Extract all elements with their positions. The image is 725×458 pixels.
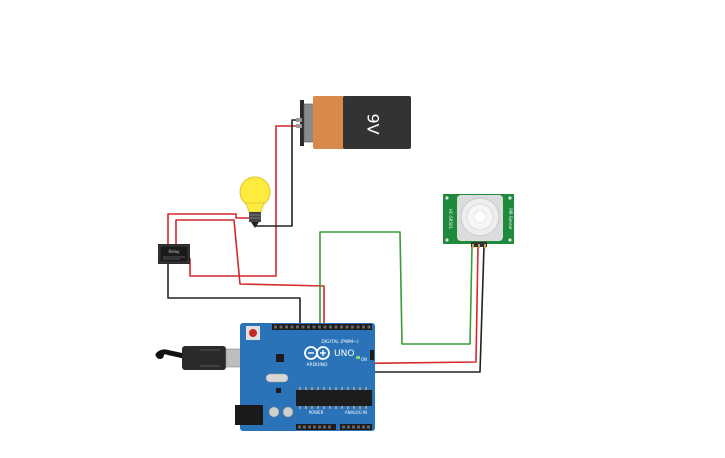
arduino-model: UNO <box>334 349 354 359</box>
wire-bulb-to-relay[interactable] <box>167 213 254 246</box>
usb-chip <box>276 354 284 362</box>
battery-label: 9V <box>364 113 383 134</box>
wires <box>167 119 485 430</box>
wire-pir-out[interactable] <box>319 231 473 345</box>
light-bulb[interactable] <box>239 176 271 228</box>
pir-right-label: PIR Sensor <box>508 208 513 230</box>
pir-sensor[interactable]: HC-SR501 PIR Sensor <box>443 194 514 248</box>
analog-header <box>340 424 372 430</box>
on-label: ON <box>361 357 367 362</box>
arduino-logo-icon <box>304 346 330 360</box>
pir-left-label: HC-SR501 <box>448 209 453 230</box>
relay-label: Relay <box>169 249 181 254</box>
digital-header-label: DIGITAL (PWM~) <box>321 339 359 345</box>
arduino-uno-board[interactable]: DIGITAL (PWM~) UNO ARDUINO ON <box>235 323 375 431</box>
wire-relay-vcc[interactable] <box>175 219 325 430</box>
battery-9v[interactable]: 9V <box>296 96 411 149</box>
wire-battery-negative[interactable] <box>256 119 296 227</box>
arduino-brand: ARDUINO <box>306 362 328 368</box>
digital-header <box>272 324 372 330</box>
relay-module[interactable]: Relay <box>158 244 190 264</box>
digital-pins <box>274 325 371 329</box>
analog-header-label: ANALOG IN <box>345 410 367 415</box>
power-header-label: POWER <box>309 410 324 415</box>
atmega-chip <box>296 390 372 406</box>
wire-battery-positive[interactable] <box>189 125 296 277</box>
dc-power-jack[interactable] <box>235 405 263 425</box>
wire-relay-gnd[interactable] <box>167 262 301 326</box>
